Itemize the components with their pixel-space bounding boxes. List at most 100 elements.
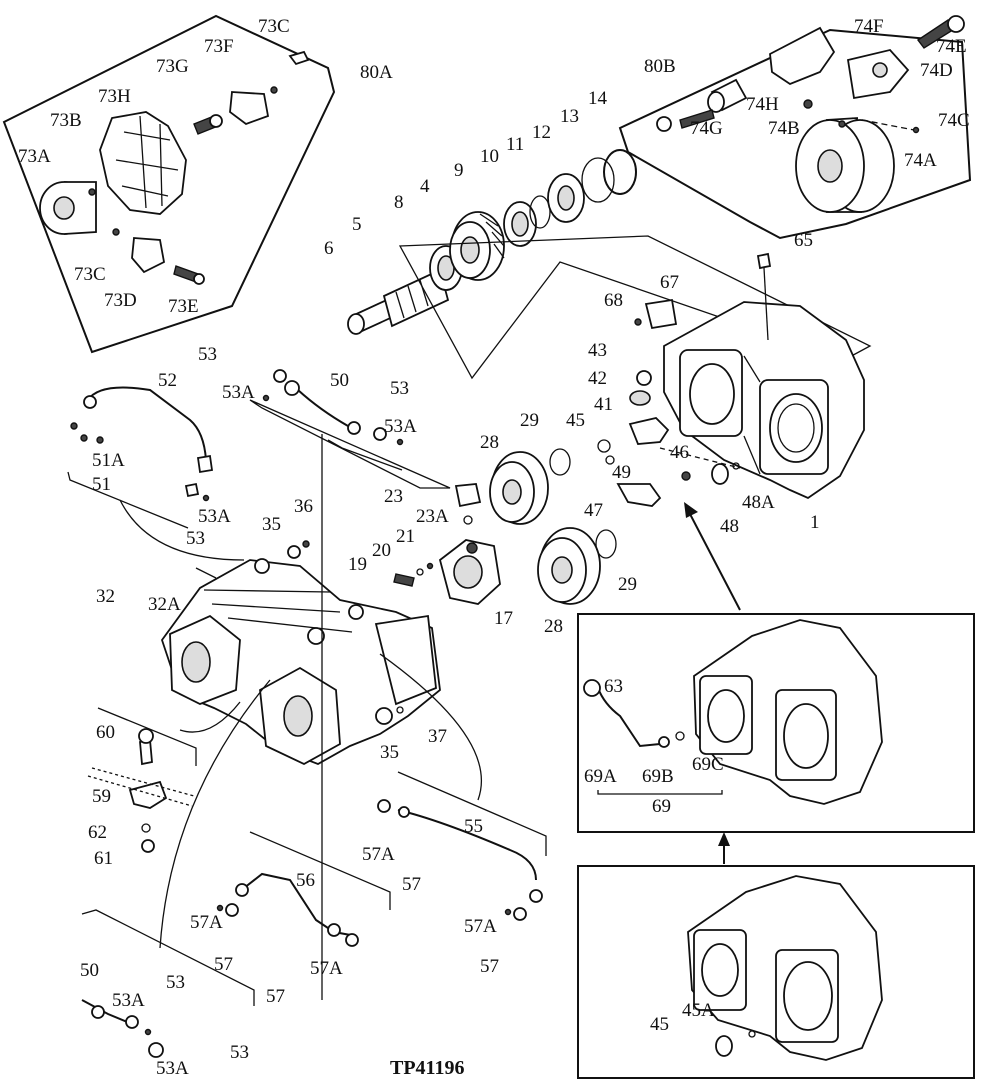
label-53a-left: 53A (198, 506, 231, 527)
label-63: 63 (604, 676, 623, 697)
label-80a: 80A (360, 62, 393, 83)
label-50-lower: 50 (80, 960, 99, 981)
label-56: 56 (296, 870, 315, 891)
label-57a-far: 57A (464, 916, 497, 937)
pump-drive-housing (597, 252, 865, 507)
label-20: 20 (372, 540, 391, 561)
detail-view-45 (577, 865, 975, 1079)
label-45: 45 (566, 410, 585, 431)
label-74h: 74H (746, 94, 779, 115)
label-74d: 74D (920, 60, 953, 81)
hoses-lower (81, 653, 543, 1058)
label-51: 51 (92, 474, 111, 495)
label-29: 29 (520, 410, 539, 431)
label-53-left: 53 (186, 528, 205, 549)
label-57a-mid: 57A (190, 912, 223, 933)
label-74g: 74G (690, 118, 723, 139)
gears-and-sensor (393, 448, 617, 605)
label-57-mid: 57 (214, 954, 233, 975)
label-28-lower: 28 (544, 616, 563, 637)
label-74c: 74C (938, 110, 970, 131)
label-41: 41 (594, 394, 613, 415)
callout-arrows (684, 502, 741, 864)
label-48a: 48A (742, 492, 775, 513)
label-53a-lower: 53A (112, 990, 145, 1011)
label-69b: 69B (642, 766, 674, 787)
label-52: 52 (158, 370, 177, 391)
label-74f: 74F (854, 16, 884, 37)
label-45-view: 45 (650, 1014, 669, 1035)
label-62: 62 (88, 822, 107, 843)
hoses-upper (70, 369, 451, 502)
label-32a: 32A (148, 594, 181, 615)
label-11: 11 (506, 134, 524, 155)
label-42: 42 (588, 368, 607, 389)
label-5: 5 (352, 214, 362, 235)
label-69a: 69A (584, 766, 617, 787)
label-57-far: 57 (480, 956, 499, 977)
label-55: 55 (464, 816, 483, 837)
label-53a-right: 53A (384, 416, 417, 437)
label-61: 61 (94, 848, 113, 869)
label-6: 6 (324, 238, 334, 259)
label-47: 47 (584, 500, 603, 521)
label-10: 10 (480, 146, 499, 167)
label-53-bottom: 53 (230, 1042, 249, 1063)
label-57: 57 (402, 874, 421, 895)
label-43: 43 (588, 340, 607, 361)
label-53: 53 (198, 344, 217, 365)
label-73a: 73A (18, 146, 51, 167)
label-69c: 69C (692, 754, 724, 775)
label-4: 4 (420, 176, 430, 197)
label-74a: 74A (904, 150, 937, 171)
figure-code: TP41196 (390, 1057, 464, 1079)
label-29-lower: 29 (618, 574, 637, 595)
section-braces (67, 439, 547, 1006)
label-1: 1 (810, 512, 820, 533)
label-73b: 73B (50, 110, 82, 131)
label-57a: 57A (362, 844, 395, 865)
label-53-lower: 53 (166, 972, 185, 993)
label-9: 9 (454, 160, 464, 181)
label-73e: 73E (168, 296, 199, 317)
label-23: 23 (384, 486, 403, 507)
label-21: 21 (396, 526, 415, 547)
label-53a: 53A (222, 382, 255, 403)
label-69: 69 (652, 796, 671, 817)
label-45a-view: 45A (682, 1000, 715, 1021)
label-17: 17 (494, 608, 513, 629)
label-32: 32 (96, 586, 115, 607)
label-67: 67 (660, 272, 679, 293)
label-50: 50 (330, 370, 349, 391)
label-48: 48 (720, 516, 739, 537)
label-23a: 23A (416, 506, 449, 527)
coupling-group-80b (618, 15, 972, 240)
shaft-and-bearings (347, 149, 872, 380)
label-57-right: 57 (266, 986, 285, 1007)
label-53a-bottom: 53A (156, 1058, 189, 1079)
label-37: 37 (428, 726, 447, 747)
label-73g: 73G (156, 56, 189, 77)
label-68: 68 (604, 290, 623, 311)
label-14: 14 (588, 88, 608, 109)
label-74e: 74E (936, 36, 967, 57)
detail-view-69 (577, 613, 975, 833)
coupling-group-80a (2, 14, 336, 354)
label-73c-lower: 73C (74, 264, 106, 285)
label-57a-right: 57A (310, 958, 343, 979)
label-46: 46 (670, 442, 689, 463)
hydraulic-pump-assembly (119, 434, 441, 1000)
label-73h: 73H (98, 86, 131, 107)
label-19: 19 (348, 554, 367, 575)
label-12: 12 (532, 122, 551, 143)
label-74b: 74B (768, 118, 800, 139)
label-8: 8 (394, 192, 404, 213)
label-35-lower: 35 (380, 742, 399, 763)
label-80b: 80B (644, 56, 676, 77)
label-60: 60 (96, 722, 115, 743)
label-53-right: 53 (390, 378, 409, 399)
label-73d: 73D (104, 290, 137, 311)
label-51a: 51A (92, 450, 125, 471)
label-73c: 73C (258, 16, 290, 37)
